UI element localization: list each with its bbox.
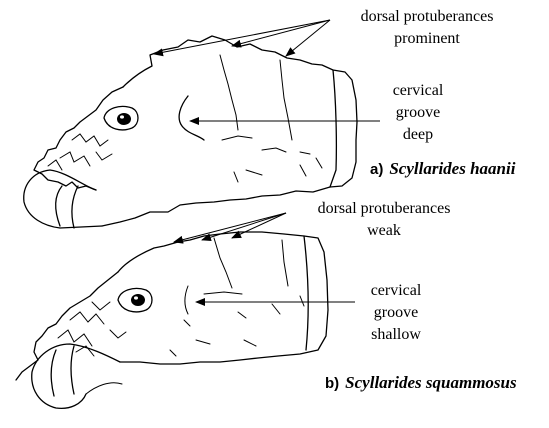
panel-b-front-spines — [16, 272, 118, 380]
panel-a-lower-detail — [234, 158, 322, 182]
panel-b-caption-letter: b) — [325, 375, 339, 392]
panel-b-antenna-plate — [32, 344, 120, 408]
panel-a-inner-line-2 — [280, 60, 292, 140]
panel-a-inner-line — [220, 55, 238, 130]
panel-b-lower-detail — [170, 340, 256, 356]
panel-a-eye-highlight — [120, 115, 124, 118]
panel-a-groove-label-1: cervical — [393, 82, 444, 99]
panel-b-cervical-groove — [185, 286, 188, 314]
panel-b-groove-label-1: cervical — [371, 282, 422, 299]
panel-a-arrow-1 — [154, 20, 330, 54]
panel-a-arrow-2 — [232, 20, 330, 46]
panel-a-antenna-plate — [24, 170, 102, 228]
panel-a-groove-label-3: deep — [403, 126, 433, 143]
panel-b-groove-detail — [184, 292, 304, 326]
panel-a-carapace-outline — [102, 36, 357, 226]
panel-b-branchial-lobe — [304, 236, 308, 350]
panel-a-arrows — [154, 20, 380, 121]
panel-b-carapace-outline — [118, 232, 328, 364]
panel-a-branchial-lobe — [330, 70, 336, 187]
panel-a-spine-texture — [48, 134, 112, 170]
panel-b-antenna-inner — [51, 346, 74, 396]
panel-a-protuberance-label-1: dorsal protuberances — [361, 8, 494, 25]
panel-b-eye — [131, 294, 145, 306]
panel-b-caption: b) Scyllarides squammosus — [325, 373, 517, 392]
panel-b-arrow-3 — [232, 213, 286, 238]
panel-b-antenna-tail — [86, 383, 122, 394]
panel-a-groove-detail — [222, 136, 310, 154]
panel-b-protuberance-label-1: dorsal protuberances — [318, 200, 451, 217]
panel-a-cervical-groove — [179, 96, 204, 140]
panel-b-caption-species: Scyllarides squammosus — [345, 373, 517, 392]
panel-a-antenna-inner — [56, 186, 78, 228]
panel-a-eye — [117, 113, 131, 125]
panel-b-drawing — [16, 232, 328, 408]
panel-a-front-spines — [34, 87, 123, 190]
panel-b-groove-label-3: shallow — [371, 326, 421, 343]
panel-a-caption: a) Scyllarides haanii — [370, 159, 516, 178]
panel-a-drawing — [24, 36, 357, 228]
panel-b-inner-line — [214, 238, 288, 288]
panel-b-eye-highlight — [134, 296, 138, 299]
panel-a-groove-label-2: groove — [396, 104, 440, 121]
panel-a-protuberance-label-2: prominent — [394, 30, 460, 47]
panel-b-arrow-1 — [174, 213, 286, 242]
panel-a-caption-letter: a) — [370, 161, 383, 178]
panel-b-groove-label-2: groove — [374, 304, 418, 321]
panel-b-protuberance-label-2: weak — [367, 222, 401, 239]
panel-a-caption-species: Scyllarides haanii — [389, 159, 515, 178]
panel-b-arrow-2 — [202, 213, 286, 240]
